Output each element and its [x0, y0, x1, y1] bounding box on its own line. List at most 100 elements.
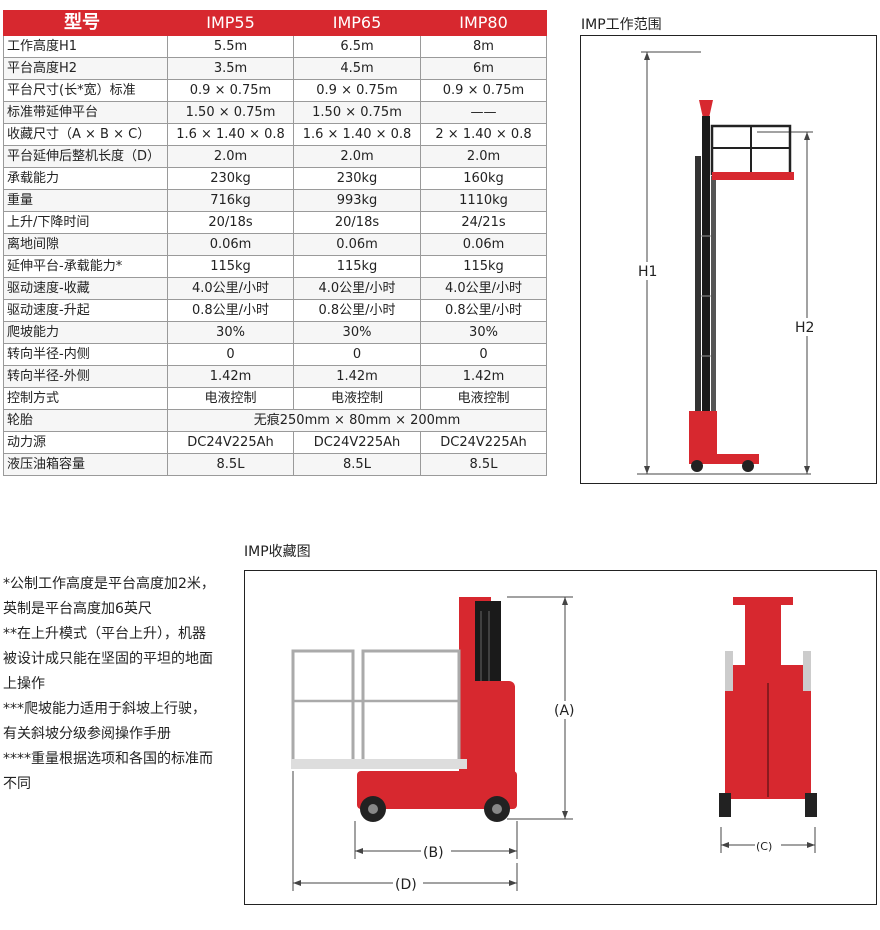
row-label: 转向半径-内侧	[3, 343, 168, 366]
row-value: 0	[293, 343, 421, 366]
row-value: 1.50 × 0.75m	[167, 101, 294, 124]
h2-label: H2	[795, 320, 814, 336]
row-value: 0.06m	[420, 233, 547, 256]
row-value: 115kg	[167, 255, 294, 278]
row-value: 24/21s	[420, 211, 547, 234]
row-value: 1.6 × 1.40 × 0.8	[167, 123, 294, 146]
row-value: 6.5m	[293, 35, 421, 58]
footnote-2: **在上升模式（平台上升），机器被设计成只能在坚固的平坦的地面上操作	[3, 626, 213, 692]
row-value: 0.06m	[293, 233, 421, 256]
footnotes: *公制工作高度是平台高度加2米，英制是平台高度加6英尺 **在上升模式（平台上升…	[3, 572, 218, 797]
row-value: 115kg	[293, 255, 421, 278]
row-value: 0.06m	[167, 233, 294, 256]
row-label: 延伸平台-承载能力*	[3, 255, 168, 278]
header-imp55: IMP55	[167, 10, 294, 36]
row-label: 承载能力	[3, 167, 168, 190]
row-value: 30%	[420, 321, 547, 344]
h1-label: H1	[638, 264, 657, 280]
table-row: 控制方式电液控制电液控制电液控制	[3, 387, 547, 410]
row-value: DC24V225Ah	[167, 431, 294, 454]
row-value: 30%	[293, 321, 421, 344]
row-value: 1.42m	[167, 365, 294, 388]
work-range-drawing: H1 H2	[635, 51, 821, 475]
d-label: (D)	[395, 877, 417, 893]
row-label: 平台高度H2	[3, 57, 168, 80]
c-label: (C)	[756, 840, 772, 853]
row-value: 1.42m	[420, 365, 547, 388]
row-label: 控制方式	[3, 387, 168, 410]
header-model: 型号	[3, 10, 168, 36]
row-value: 电液控制	[167, 387, 294, 410]
row-label: 平台延伸后整机长度（D）	[3, 145, 168, 168]
row-value: 1110kg	[420, 189, 547, 212]
stowed-title: IMP收藏图	[244, 544, 311, 560]
stowed-figure: (A) (B) (D)	[244, 570, 877, 905]
row-value: 2.0m	[167, 145, 294, 168]
row-value: DC24V225Ah	[420, 431, 547, 454]
row-label: 动力源	[3, 431, 168, 454]
header-imp65: IMP65	[293, 10, 421, 36]
row-value: 1.6 × 1.40 × 0.8	[293, 123, 421, 146]
spec-table-header: 型号 IMP55 IMP65 IMP80	[3, 10, 547, 36]
work-range-figure: H1 H2	[580, 35, 877, 484]
row-label: 重量	[3, 189, 168, 212]
row-value: 4.0公里/小时	[167, 277, 294, 300]
row-value: 0.8公里/小时	[167, 299, 294, 322]
row-value: 160kg	[420, 167, 547, 190]
row-label: 爬坡能力	[3, 321, 168, 344]
footnote-3: ***爬坡能力适用于斜坡上行驶，有关斜坡分级参阅操作手册	[3, 701, 206, 742]
row-value: 2 × 1.40 × 0.8	[420, 123, 547, 146]
footnote-1: *公制工作高度是平台高度加2米，英制是平台高度加6英尺	[3, 576, 215, 617]
row-label: 离地间隙	[3, 233, 168, 256]
row-value: 1.50 × 0.75m	[293, 101, 421, 124]
row-value: 电液控制	[420, 387, 547, 410]
stowed-drawing: (A) (B) (D)	[291, 596, 817, 893]
row-value: 716kg	[167, 189, 294, 212]
row-value: 4.0公里/小时	[420, 277, 547, 300]
row-value: 8m	[420, 35, 547, 58]
row-label: 轮胎	[3, 409, 168, 432]
row-value: ——	[420, 101, 547, 124]
work-range-title: IMP工作范围	[581, 17, 662, 33]
row-value: 20/18s	[167, 211, 294, 234]
raised-lift-illustration	[689, 100, 794, 472]
row-value: 4.5m	[293, 57, 421, 80]
front-view-illustration	[719, 597, 817, 817]
row-value: 4.0公里/小时	[293, 277, 421, 300]
footnote-4: ****重量根据选项和各国的标准而不同	[3, 751, 213, 792]
row-value: 993kg	[293, 189, 421, 212]
row-value: 6m	[420, 57, 547, 80]
table-row: 轮胎无痕250mm × 80mm × 200mm	[3, 409, 547, 432]
row-value-merged: 无痕250mm × 80mm × 200mm	[167, 409, 547, 432]
row-label: 上升/下降时间	[3, 211, 168, 234]
row-value: 0.9 × 0.75m	[167, 79, 294, 102]
row-label: 标准带延伸平台	[3, 101, 168, 124]
row-value: 2.0m	[293, 145, 421, 168]
row-label: 工作高度H1	[3, 35, 168, 58]
row-value: 0	[167, 343, 294, 366]
row-label: 转向半径-外侧	[3, 365, 168, 388]
header-imp80: IMP80	[420, 10, 547, 36]
row-label: 液压油箱容量	[3, 453, 168, 476]
a-label: (A)	[554, 703, 575, 719]
row-label: 收藏尺寸（A × B × C）	[3, 123, 168, 146]
row-label: 平台尺寸(长*宽）标准	[3, 79, 168, 102]
row-value: 30%	[167, 321, 294, 344]
row-value: 0	[420, 343, 547, 366]
row-value: 115kg	[420, 255, 547, 278]
